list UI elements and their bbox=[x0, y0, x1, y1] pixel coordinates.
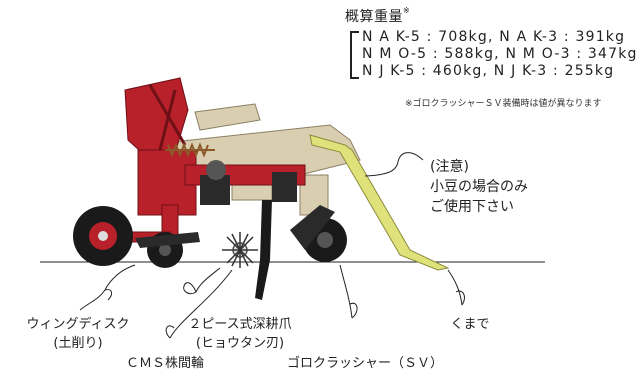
label-kumade: くまで bbox=[450, 317, 490, 332]
caution-line-2: 小豆の場合のみ bbox=[430, 179, 528, 195]
leader-lines bbox=[79, 152, 465, 339]
weight-title-mark: ※ bbox=[403, 6, 411, 15]
label-two-piece-line2: (ヒョウタン刃) bbox=[195, 336, 285, 351]
weight-bracket bbox=[350, 31, 359, 79]
label-wing-disc-line1: ウィングディスク bbox=[26, 317, 130, 332]
label-cms-wheel: ＣＭＳ株間輪 bbox=[125, 356, 204, 371]
deep-tine bbox=[255, 200, 272, 300]
spring bbox=[165, 142, 215, 158]
label-two-piece-line1: ２ピース式深耕爪 bbox=[188, 317, 292, 332]
kumade-rod bbox=[309, 134, 450, 271]
weight-row-nak: N A K-5 : 708kg, N A K-3 : 391kg bbox=[362, 29, 626, 45]
weight-note: ※ゴロクラッシャーＳＶ装備時は値が異なります bbox=[405, 99, 602, 109]
inner-mechanism bbox=[200, 160, 297, 205]
label-wing-disc-line2: (土削り) bbox=[53, 336, 103, 351]
gauge-wheel bbox=[73, 206, 133, 266]
wing-disc bbox=[135, 232, 200, 268]
label-goro-crusher: ゴロクラッシャー（ＳＶ） bbox=[286, 356, 443, 371]
caution-line-1: (注意) bbox=[430, 159, 469, 175]
caution-note: (注意) 小豆の場合のみ ご使用下さい bbox=[430, 157, 528, 217]
goro-crusher bbox=[290, 205, 347, 262]
weight-row-njk: N J K-5 : 460kg, N J K-3 : 255kg bbox=[362, 63, 615, 79]
cms-wheel bbox=[222, 232, 258, 268]
weight-title-text: 概算重量 bbox=[345, 9, 403, 25]
machine-illustration bbox=[40, 77, 545, 339]
label-two-piece-tine: ２ピース式深耕爪 (ヒョウタン刃) bbox=[170, 313, 310, 351]
top-link bbox=[148, 84, 187, 151]
weight-title: 概算重量※ bbox=[345, 6, 410, 26]
caution-line-3: ご使用下さい bbox=[430, 199, 514, 215]
label-wing-disc: ウィングディスク (土削り) bbox=[18, 313, 138, 351]
weight-row-nmo: N M O-5 : 588kg, N M O-3 : 347kg bbox=[362, 46, 638, 62]
